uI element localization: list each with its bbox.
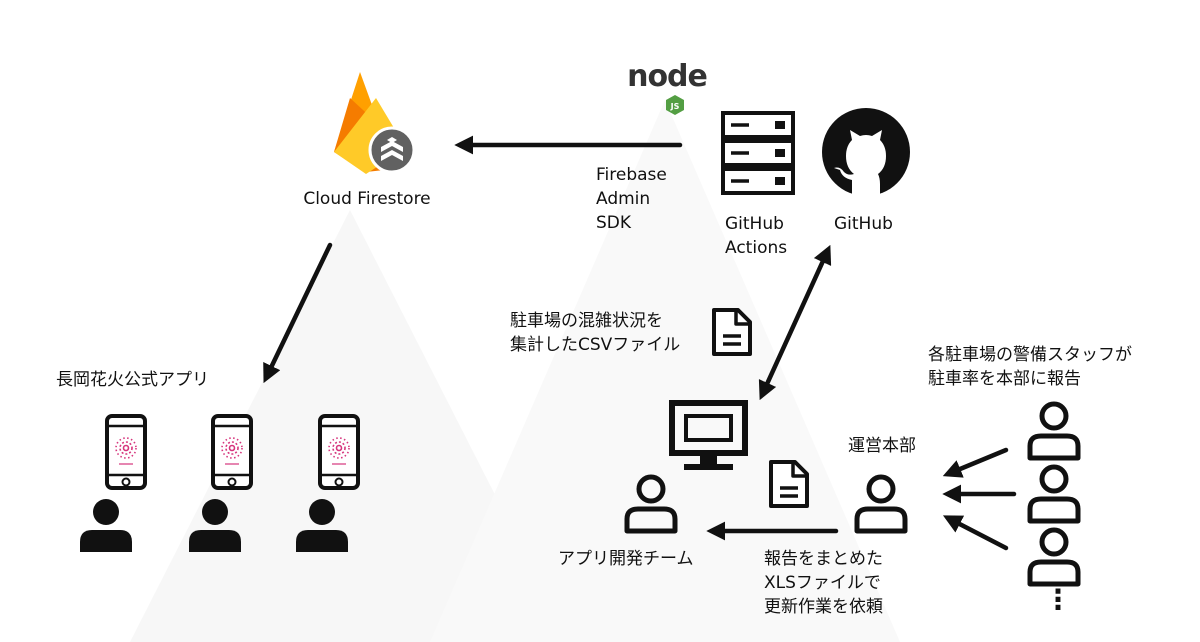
document-icon (769, 460, 809, 508)
person-outline-icon (1030, 530, 1078, 584)
github-label: GitHub (834, 214, 893, 234)
github-octocat-icon (822, 108, 910, 198)
hq-label: 運営本部 (848, 436, 916, 456)
dev-team-label: アプリ開発チーム (558, 549, 694, 569)
staff-report-label: 各駐車場の警備スタッフが 駐車率を本部に報告 (928, 345, 1132, 389)
firestore-badge-icon (368, 126, 416, 174)
nodejs-logo-icon: node JS (627, 59, 708, 115)
csv-file-label: 駐車場の混雑状況を 集計したCSVファイル (510, 311, 681, 355)
request-label: 報告をまとめた XLSファイルで 更新作業を依頼 (764, 549, 883, 617)
more-staff-ellipsis: ⋮ (1044, 583, 1072, 616)
arrow-staff3-to-hq (942, 515, 1009, 551)
server-rack-icon (721, 111, 795, 195)
person-icon (80, 499, 132, 552)
svg-text:node: node (627, 59, 707, 94)
smartphone-icon (105, 414, 147, 490)
official-app-label: 長岡花火公式アプリ (56, 370, 209, 390)
arrow-firestore-to-app (263, 242, 333, 384)
person-outline-icon (857, 477, 905, 531)
person-outline-icon (1030, 467, 1078, 521)
github-actions-label: GitHub Actions (725, 214, 788, 258)
firestore-label: Cloud Firestore (303, 189, 431, 209)
arrow-github-monitor (758, 244, 832, 401)
document-icon (712, 308, 752, 356)
arrow-staff1-to-hq (942, 447, 1009, 478)
svg-text:JS: JS (670, 102, 680, 111)
person-outline-icon (1030, 404, 1078, 458)
smartphone-icon (318, 414, 360, 490)
monitor-icon (669, 400, 748, 470)
firebase-sdk-label: Firebase Admin SDK (596, 165, 667, 233)
smartphone-icon (211, 414, 253, 490)
